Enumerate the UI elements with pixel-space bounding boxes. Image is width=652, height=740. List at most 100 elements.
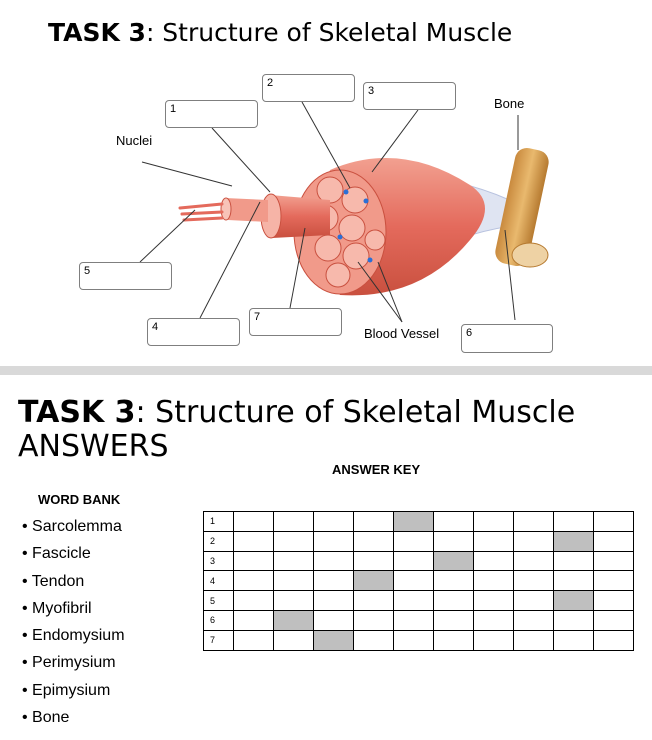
answer-grid-cell[interactable]: [233, 629, 274, 651]
answer-grid-cell[interactable]: [513, 629, 554, 651]
word-bank-item: Perimysium: [22, 649, 125, 676]
answer-grid-cell[interactable]: [273, 629, 314, 651]
answer-grid-cell[interactable]: [313, 570, 354, 592]
blood-vessel-label: Blood Vessel: [364, 326, 440, 341]
answer-grid-cell[interactable]: [513, 511, 554, 532]
answer-grid-cell[interactable]: [513, 550, 554, 572]
answer-grid-cell[interactable]: [233, 550, 274, 572]
answer-grid-cell[interactable]: [273, 550, 314, 572]
answer-grid-cell[interactable]: [313, 550, 354, 572]
answer-grid-cell[interactable]: [233, 609, 274, 631]
answer-grid-row-label: 2: [203, 530, 234, 552]
answer-grid-cell[interactable]: [273, 511, 314, 532]
answer-grid-cell[interactable]: [353, 570, 394, 592]
answer-grid-cell[interactable]: [233, 570, 274, 592]
answer-grid-row-label: 3: [203, 550, 234, 572]
answer-grid-cell[interactable]: [393, 590, 434, 611]
answer-grid-row: 6: [203, 609, 634, 631]
answer-grid-cell[interactable]: [233, 530, 274, 552]
slide-divider: [0, 366, 652, 375]
answer-grid-cell[interactable]: [593, 590, 634, 611]
answer-grid-cell[interactable]: [313, 511, 354, 532]
answer-grid-cell[interactable]: [553, 530, 594, 552]
answer-grid-cell[interactable]: [353, 590, 394, 611]
answer-grid-cell[interactable]: [353, 550, 394, 572]
answer-grid-cell[interactable]: [513, 609, 554, 631]
answer-grid-cell[interactable]: [233, 590, 274, 611]
answer-grid-cell[interactable]: [593, 629, 634, 651]
answer-grid-row-label: 4: [203, 570, 234, 592]
answer-grid-cell[interactable]: [273, 570, 314, 592]
answer-grid-cell[interactable]: [273, 590, 314, 611]
answer-grid-cell[interactable]: [473, 550, 514, 572]
slide2-title-answers: ANSWERS: [18, 429, 169, 464]
answer-grid-cell[interactable]: [433, 511, 474, 532]
answer-grid-cell[interactable]: [273, 530, 314, 552]
answer-grid-cell[interactable]: [473, 511, 514, 532]
slide2-title: TASK 3: Structure of Skeletal Muscle: [18, 395, 576, 430]
word-bank-item: Endomysium: [22, 622, 124, 649]
label-box-3[interactable]: 3: [363, 82, 456, 110]
answer-grid-row: 7: [203, 629, 634, 651]
answer-grid-cell[interactable]: [433, 530, 474, 552]
word-bank-item: Bone: [22, 704, 125, 731]
answer-grid-cell[interactable]: [393, 530, 434, 552]
answer-grid-cell[interactable]: [433, 590, 474, 611]
answer-grid-cell[interactable]: [313, 530, 354, 552]
answer-grid-cell[interactable]: [593, 609, 634, 631]
label-box-2[interactable]: 2: [262, 74, 355, 102]
answer-grid-cell[interactable]: [553, 511, 594, 532]
answer-grid-cell[interactable]: [593, 511, 634, 532]
answer-grid-row: 2: [203, 530, 634, 552]
answer-grid-cell[interactable]: [553, 550, 594, 572]
answer-grid-cell[interactable]: [353, 530, 394, 552]
answer-grid-row: 3: [203, 550, 634, 572]
myofibrils: [178, 202, 224, 222]
label-box-4[interactable]: 4: [147, 318, 240, 346]
answer-grid-cell[interactable]: [353, 511, 394, 532]
answer-grid-cell[interactable]: [513, 590, 554, 611]
answer-grid-cell[interactable]: [473, 629, 514, 651]
answer-grid-cell[interactable]: [593, 570, 634, 592]
answer-grid-cell[interactable]: [393, 570, 434, 592]
answer-grid-cell[interactable]: [473, 570, 514, 592]
answer-grid-cell[interactable]: [233, 511, 274, 532]
answer-grid-cell[interactable]: [393, 609, 434, 631]
answer-grid-row-label: 5: [203, 590, 234, 611]
answer-grid-cell[interactable]: [393, 550, 434, 572]
answer-grid-cell[interactable]: [473, 530, 514, 552]
answer-grid-cell[interactable]: [433, 629, 474, 651]
answer-grid-cell[interactable]: [433, 550, 474, 572]
answer-grid-cell[interactable]: [513, 570, 554, 592]
answer-grid-cell[interactable]: [393, 511, 434, 532]
answer-grid-cell[interactable]: [313, 609, 354, 631]
answer-grid-cell[interactable]: [593, 550, 634, 572]
answer-grid-cell[interactable]: [513, 530, 554, 552]
answer-grid-cell[interactable]: [553, 629, 594, 651]
answer-grid-cell[interactable]: [353, 609, 394, 631]
bone-image: [495, 147, 549, 268]
fascicle: [270, 195, 330, 238]
answer-grid-cell[interactable]: [353, 629, 394, 651]
answer-grid-cell[interactable]: [433, 609, 474, 631]
label-box-1[interactable]: 1: [165, 100, 258, 128]
answer-grid-cell[interactable]: [553, 570, 594, 592]
answer-grid-cell[interactable]: [593, 530, 634, 552]
answer-grid-cell[interactable]: [553, 590, 594, 611]
answer-grid-cell[interactable]: [473, 590, 514, 611]
label-box-7[interactable]: 7: [249, 308, 342, 336]
answer-grid-cell[interactable]: [473, 609, 514, 631]
word-bank-item: Myofibril: [22, 595, 125, 622]
answer-grid-cell[interactable]: [393, 629, 434, 651]
answer-grid-row-label: 1: [203, 511, 234, 532]
answer-grid-cell[interactable]: [313, 629, 354, 651]
answer-grid-cell[interactable]: [433, 570, 474, 592]
answer-grid-cell[interactable]: [273, 609, 314, 631]
answer-grid-row: 4: [203, 570, 634, 592]
label-box-5[interactable]: 5: [79, 262, 172, 290]
nuclei-label: Nuclei: [116, 133, 153, 148]
answer-grid-cell[interactable]: [553, 609, 594, 631]
answer-grid-cell[interactable]: [313, 590, 354, 611]
label-box-6[interactable]: 6: [461, 324, 553, 353]
